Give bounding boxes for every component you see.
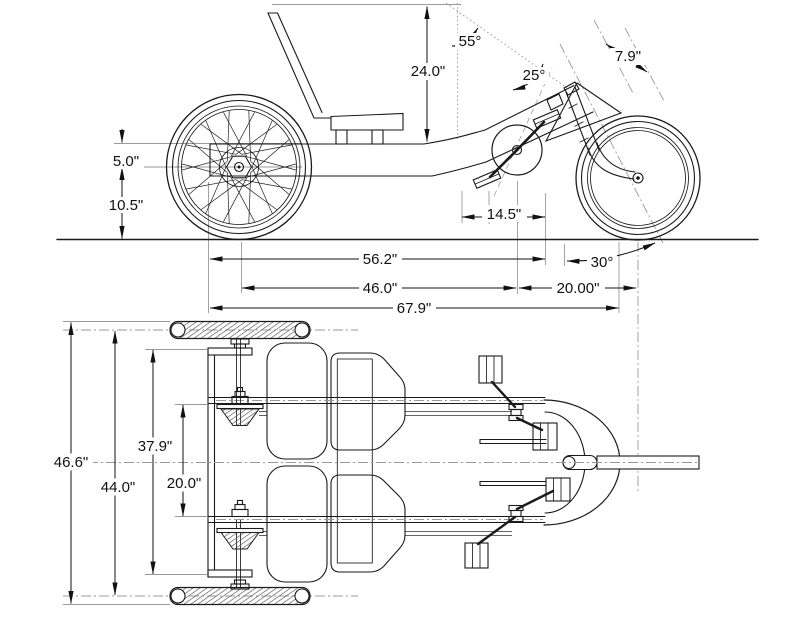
pedal-icon <box>478 355 503 384</box>
dim-rail-gap: 20.0" <box>167 475 202 492</box>
rear-wheel-side <box>165 93 313 241</box>
head-tube-assembly <box>544 81 636 180</box>
dim-seat-back-angle: 55° <box>459 33 482 50</box>
top-dimension-labels: 46.6" 44.0" 37.9" 20.0" <box>50 437 206 496</box>
dim-frame-drop: 5.0" <box>113 153 139 170</box>
fork-blade <box>587 147 635 180</box>
front-wheel-side <box>575 115 701 241</box>
rear-wheel-top-right <box>169 586 311 606</box>
crankset-side <box>472 109 562 189</box>
seat-cushion-left-top <box>266 342 328 460</box>
dim-overall-length: 67.9" <box>397 300 432 317</box>
rear-axle-top <box>216 338 264 590</box>
dim-head-angle: 30° <box>591 254 614 271</box>
pedal-icon <box>464 542 489 569</box>
frame-top <box>207 347 547 578</box>
side-dimension-labels: 24.0" 55° 25° 7.9" 5.0" 10.5" 14.5" 56.2… <box>104 33 647 317</box>
seat-back-top <box>330 352 406 451</box>
dim-rear-to-crank: 46.0" <box>363 280 398 297</box>
rear-wheel-top-left <box>169 320 311 340</box>
top-extension-lines <box>63 321 358 605</box>
dim-frame-width: 37.9" <box>138 438 173 455</box>
seat-back-bottom <box>330 474 406 573</box>
side-extension-lines <box>114 2 666 492</box>
top-view: 46.6" 44.0" 37.9" 20.0" <box>50 320 700 606</box>
dim-boom-angle: 25° <box>523 67 546 84</box>
dim-seat-back-height: 24.0" <box>411 63 446 80</box>
side-view: 24.0" 55° 25° 7.9" 5.0" 10.5" 14.5" 56.2… <box>56 2 759 492</box>
seat-side <box>267 12 404 145</box>
dim-crank-span: 14.5" <box>487 206 522 223</box>
dim-axle-height: 10.5" <box>109 197 144 214</box>
pedal-icon <box>472 169 502 189</box>
pedal-icon <box>545 477 571 502</box>
sprocket-icon <box>220 532 260 550</box>
steering-axis-line <box>559 43 664 244</box>
cranksets-top <box>464 355 571 569</box>
dim-wheelbase: 56.2" <box>363 251 398 268</box>
dim-fork-offset: 7.9" <box>615 48 641 65</box>
front-assembly-top <box>543 399 700 526</box>
dim-overall-width: 46.6" <box>54 454 89 471</box>
pedal-icon <box>532 109 562 129</box>
sprocket-icon <box>220 408 260 426</box>
seat-frame-plate <box>336 358 373 564</box>
pedal-icon <box>532 422 558 451</box>
seat-cushion-left-bottom <box>266 465 328 583</box>
seats-top <box>266 342 406 583</box>
dim-crank-to-front: 20.00" <box>557 280 600 297</box>
dim-track-width: 44.0" <box>101 479 136 496</box>
rear-spokes <box>182 110 296 224</box>
